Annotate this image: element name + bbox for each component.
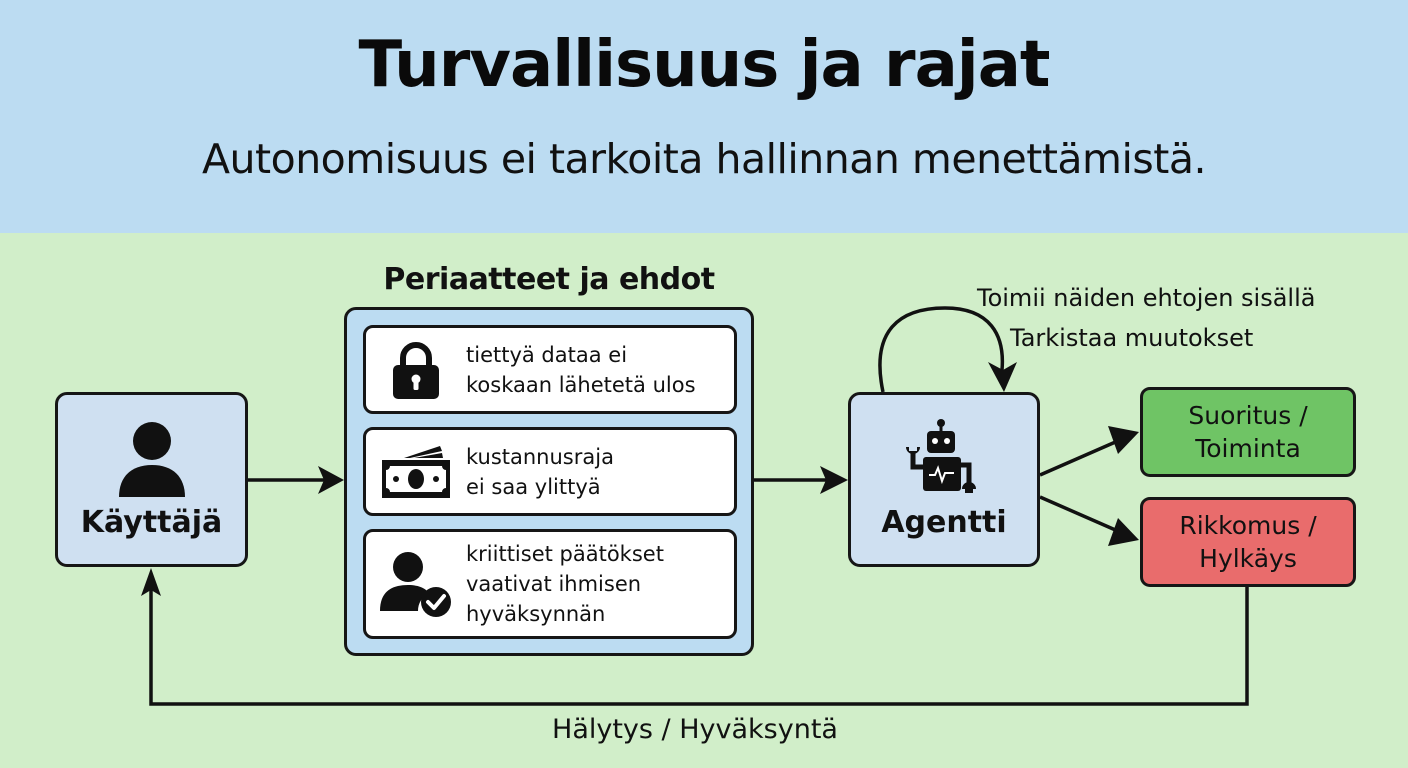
- rule-text-line: hyväksynnän: [466, 602, 606, 626]
- rule-text-line: koskaan lähetetä ulos: [466, 372, 696, 397]
- agent-loop-annotation: Toimii näiden ehtojen sisällä: [977, 284, 1316, 312]
- user-icon: [118, 422, 185, 497]
- agent-label: Agentti: [881, 505, 1007, 540]
- user-label: Käyttäjä: [80, 505, 223, 540]
- policy-rule-cost: kustannusraja ei saa ylittyä: [363, 427, 737, 516]
- outcome-success-line2: Toiminta: [1195, 434, 1301, 463]
- rule-text-line: vaativat ihmisen: [466, 572, 642, 596]
- header-banner: Turvallisuus ja rajat Autonomisuus ei ta…: [0, 0, 1408, 233]
- outcome-violation-line1: Rikkomus /: [1179, 511, 1317, 540]
- rule-text-line: kustannusraja: [466, 444, 614, 469]
- outcome-success: Suoritus / Toiminta: [1140, 387, 1356, 477]
- page-subtitle: Autonomisuus ei tarkoita hallinnan menet…: [202, 135, 1206, 183]
- outcome-success-line1: Suoritus /: [1188, 401, 1308, 430]
- rule-text-line: kriittiset päätökset: [466, 542, 664, 566]
- user-check-icon: [380, 552, 451, 617]
- policy-rule-data: tiettyä dataa ei koskaan lähetetä ulos: [363, 325, 737, 414]
- agent-loop-annotation: Tarkistaa muutokset: [1010, 324, 1254, 352]
- policies-title: Periaatteet ja ehdot: [383, 262, 715, 297]
- feedback-label: Hälytys / Hyväksyntä: [552, 714, 838, 745]
- outcome-violation-line2: Hylkäys: [1199, 544, 1297, 573]
- money-icon: [382, 445, 450, 498]
- policies-panel: tiettyä dataa ei koskaan lähetetä ulos k…: [344, 307, 754, 656]
- user-node: Käyttäjä: [55, 392, 248, 567]
- outcome-violation: Rikkomus / Hylkäys: [1140, 497, 1356, 587]
- agent-node: Agentti: [848, 392, 1040, 567]
- robot-icon: [906, 419, 976, 493]
- page-title: Turvallisuus ja rajat: [358, 28, 1051, 102]
- rule-text-line: ei saa ylittyä: [466, 474, 601, 499]
- policy-rule-approval: kriittiset päätökset vaativat ihmisen hy…: [363, 529, 737, 639]
- rule-text-line: tiettyä dataa ei: [466, 342, 628, 367]
- lock-icon: [393, 341, 439, 399]
